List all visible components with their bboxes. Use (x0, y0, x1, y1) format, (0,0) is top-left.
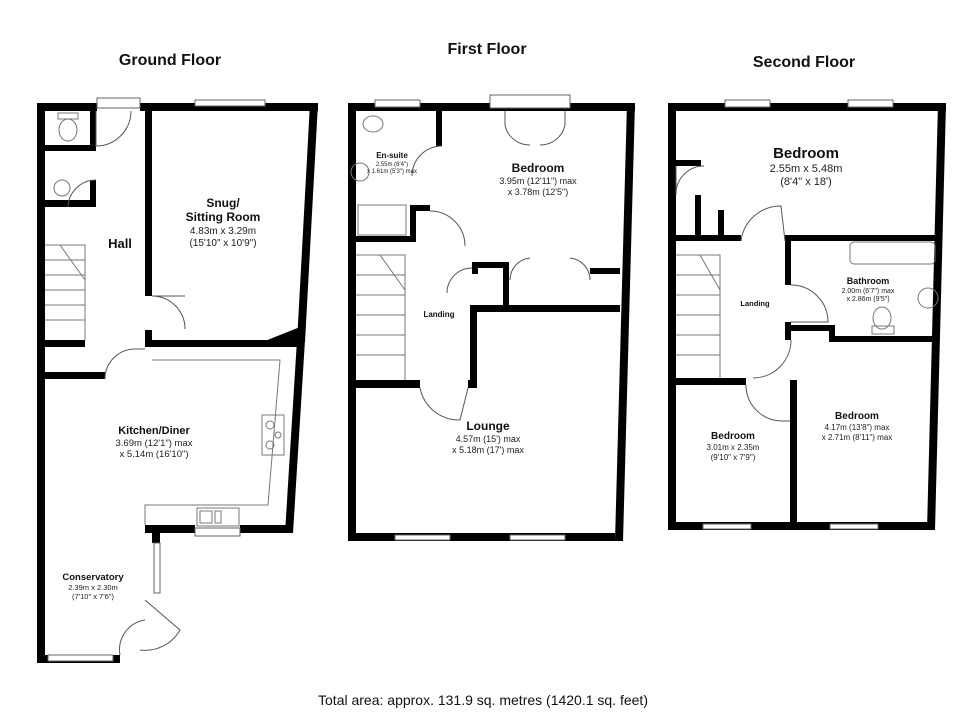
room-dimensions: x 2.86m (9'5") (846, 296, 889, 303)
door-swing (790, 284, 829, 323)
door-swing (67, 179, 97, 208)
room-dimensions: x 2.71m (8'11") max (822, 433, 892, 442)
door-swing (419, 387, 469, 421)
window (47, 654, 114, 662)
room-dimensions: (15'10" x 10'9") (189, 238, 256, 249)
first-floor-title: First Floor (447, 41, 526, 58)
room-name-bedroom: Bedroom (835, 411, 879, 422)
room-name-snug: Snug/ (206, 196, 240, 210)
room-name-lounge: Lounge (466, 419, 510, 433)
door-swing (752, 339, 792, 379)
french-door-swing (504, 111, 566, 146)
door-swing (745, 384, 790, 422)
door-swing (104, 348, 145, 380)
window (829, 523, 879, 530)
room-dimensions: 3.01m x 2.35m (707, 443, 760, 452)
room-name-bathroom: Bathroom (847, 276, 890, 286)
hob-icon (261, 414, 285, 456)
room-name-en-suite: En-suite (376, 151, 408, 160)
juliet-balcony-window (489, 94, 571, 109)
staircase (676, 254, 721, 378)
room-dimensions: 3.95m (12'11") max (499, 176, 577, 186)
room-name-bedroom: Bedroom (711, 431, 755, 442)
room-dimensions: (9'10" x 7'9") (711, 453, 756, 462)
wc-icon (871, 306, 895, 335)
room-dimensions: 4.57m (15') max (456, 434, 521, 444)
window (509, 534, 566, 541)
window (702, 523, 752, 530)
room-name-sitting-room: Sitting Room (186, 210, 261, 224)
room-dimensions: x 3.78m (12'5") (508, 187, 568, 197)
room-dimensions: x 5.14m (16'10") (119, 449, 188, 460)
room-dimensions: x 1.61m (5'3") max (367, 169, 417, 175)
window (374, 99, 421, 108)
first-floor: First Floor (348, 41, 635, 541)
wc-icon (57, 112, 79, 142)
wc-icon (362, 115, 384, 133)
second-floor-walls (668, 103, 946, 530)
door-swing (411, 145, 443, 177)
ground-floor-title: Ground Floor (119, 52, 221, 69)
ground-floor: Ground Floor (37, 52, 318, 663)
cupboard-door-swing (675, 165, 705, 196)
window (847, 99, 894, 108)
room-dimensions: 3.69m (12'1") max (116, 438, 193, 449)
window (194, 99, 266, 107)
wardrobe-doors (509, 257, 591, 281)
staircase (356, 254, 406, 380)
ground-floor-walls (37, 103, 318, 663)
room-name-bedroom: Bedroom (512, 161, 565, 175)
window (194, 527, 241, 537)
basin-icon (350, 162, 370, 182)
front-door-frame (96, 97, 141, 109)
door-swing (446, 267, 473, 294)
room-name-landing: Landing (740, 299, 770, 308)
second-floor-title: Second Floor (753, 54, 855, 71)
second-floor: Second Floor (668, 54, 946, 530)
basin-icon (53, 179, 71, 197)
room-dimensions: 2.39m x 2.30m (68, 583, 118, 592)
shower-tray-icon (357, 204, 407, 236)
patio-door-swing (119, 599, 181, 656)
room-dimensions: 4.83m x 3.29m (190, 226, 256, 237)
bath-icon (849, 241, 936, 265)
room-dimensions: 2.55m x 5.48m (770, 163, 843, 175)
sink-icon (196, 507, 240, 527)
staircase (45, 244, 86, 340)
room-name-conservatory: Conservatory (62, 572, 124, 583)
room-name-landing: Landing (423, 310, 454, 319)
basin-icon (917, 287, 939, 309)
window (394, 534, 451, 541)
room-name-bedroom: Bedroom (773, 145, 839, 162)
door-swing (151, 295, 186, 330)
room-dimensions: 2.00m (6'7") max (842, 288, 895, 295)
room-dimensions: x 5.18m (17') max (452, 445, 524, 455)
room-dimensions: (7'10" x 7'6") (72, 592, 114, 601)
room-dimensions: 2.55m (8'4") (376, 162, 408, 168)
window (153, 542, 161, 594)
room-name-hall: Hall (108, 236, 132, 251)
front-door-swing (95, 110, 132, 147)
room-name-kitchen-diner: Kitchen/Diner (118, 425, 190, 437)
kitchen-worktop (144, 359, 281, 525)
room-dimensions: (8'4" x 18') (780, 176, 832, 188)
room-dimensions: 4.17m (13'8") max (825, 423, 890, 432)
total-area: Total area: approx. 131.9 sq. metres (14… (318, 692, 648, 708)
door-swing (740, 205, 786, 242)
door-swing (429, 210, 466, 247)
window (724, 99, 771, 108)
